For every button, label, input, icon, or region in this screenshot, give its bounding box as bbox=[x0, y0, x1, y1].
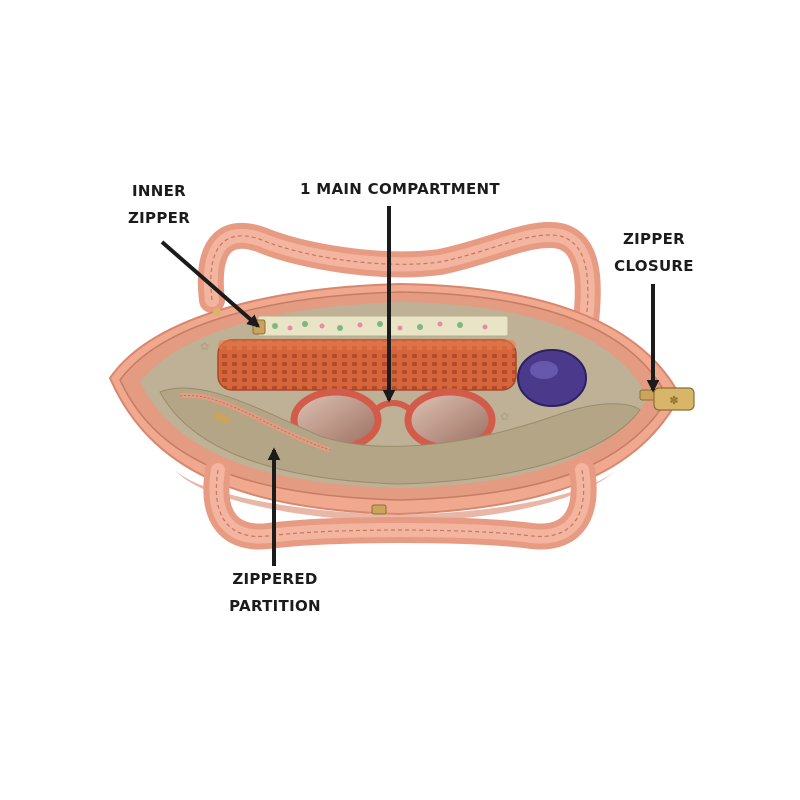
callout-zippered-partition-line2: PARTITION bbox=[229, 597, 321, 615]
callout-zipper-closure-line1: ZIPPER bbox=[622, 230, 686, 248]
front-handles bbox=[203, 457, 597, 550]
callout-main-compartment-text: 1 MAIN COMPARTMENT bbox=[300, 180, 500, 198]
svg-text:✽: ✽ bbox=[669, 394, 678, 407]
callout-zipper-closure: ZIPPER CLOSURE bbox=[614, 226, 694, 280]
front-snap bbox=[371, 504, 387, 515]
svg-text:✿: ✿ bbox=[200, 340, 209, 353]
arrow-inner-zipper bbox=[160, 240, 260, 328]
callout-zippered-partition-line1: ZIPPERED bbox=[232, 570, 318, 588]
callout-arrows bbox=[160, 206, 660, 566]
callout-zipper-closure-line2: CLOSURE bbox=[614, 257, 694, 275]
floral-notebook bbox=[257, 315, 509, 337]
callout-inner-zipper: INNER ZIPPER bbox=[128, 178, 190, 232]
zipper-closure-pull: ✽ bbox=[639, 387, 695, 411]
back-handles bbox=[197, 222, 601, 343]
callout-inner-zipper-line1: INNER bbox=[132, 182, 186, 200]
callout-inner-zipper-line2: ZIPPER bbox=[128, 209, 191, 227]
callout-main-compartment: 1 MAIN COMPARTMENT bbox=[300, 176, 500, 203]
callout-zippered-partition: ZIPPERED PARTITION bbox=[226, 566, 324, 620]
svg-text:✿: ✿ bbox=[500, 410, 509, 423]
items bbox=[217, 315, 587, 453]
purple-compact bbox=[517, 349, 587, 407]
